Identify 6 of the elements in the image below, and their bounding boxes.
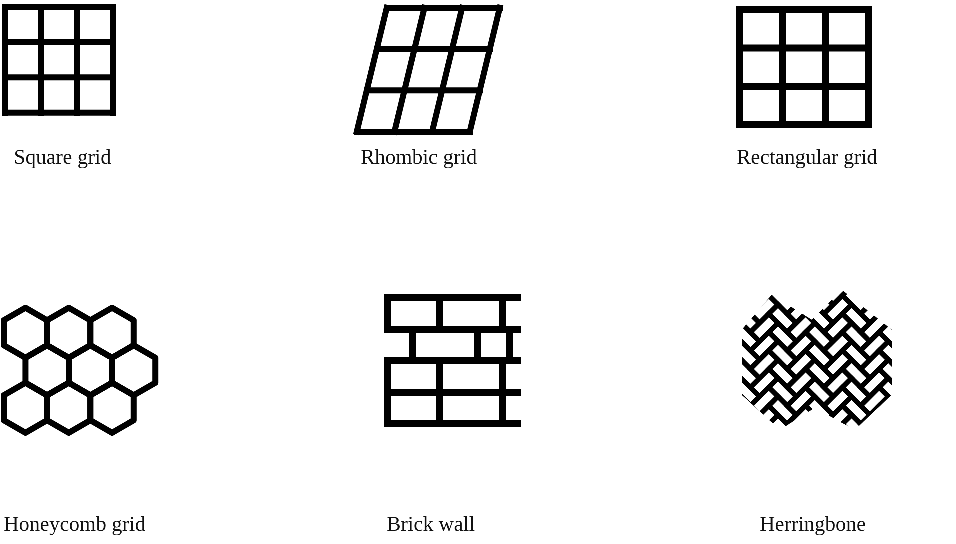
caption: Square grid	[14, 145, 112, 170]
caption: Rectangular grid	[737, 145, 878, 170]
caption: Herringbone	[760, 512, 866, 537]
caption: Brick wall	[387, 512, 476, 537]
caption: Honeycomb grid	[4, 512, 146, 537]
caption: Rhombic grid	[361, 145, 478, 170]
